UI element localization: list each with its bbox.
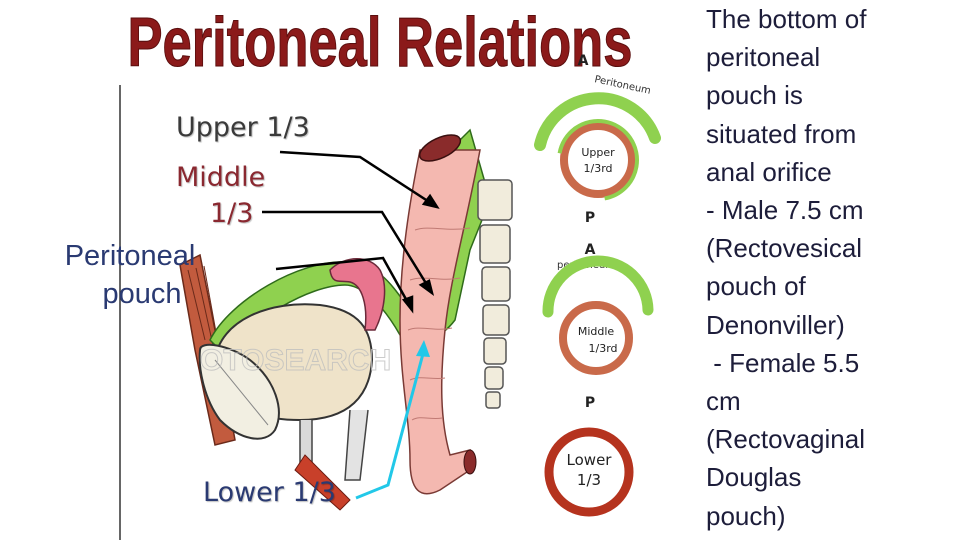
inset-lower-ring-label: Lower 1/3: [549, 450, 629, 491]
pubic-line: [214, 359, 269, 426]
side-line: peritoneal: [706, 42, 821, 73]
inset-middle-third: A peritoneum Middle 1/3rd P: [542, 242, 654, 411]
slide-title-text: Peritoneal Relations: [128, 3, 633, 81]
side-line: cm: [706, 386, 741, 417]
inset-upper-ring-line1: Upper: [581, 146, 615, 159]
pointer-middle: [262, 210, 434, 294]
inset-middle-arc: [542, 255, 654, 318]
side-line: anal orifice: [706, 156, 832, 187]
pointer-peritoneal: [275, 256, 414, 311]
inset-upper-ring-outer: [557, 119, 639, 201]
vagina: [344, 409, 369, 481]
side-line: - Male 7.5 cm: [706, 195, 864, 226]
inset-middle-ring-line1: Middle: [578, 325, 615, 338]
label-peritoneal-pouch: Peritoneal pouch: [40, 238, 220, 313]
label-peritoneal-line2: pouch: [102, 277, 182, 310]
rectum: [399, 149, 481, 495]
inset-a-top: A: [578, 53, 589, 69]
watermark: OTOSEARCH: [200, 344, 391, 377]
inset-upper-ring: [560, 122, 636, 198]
side-line: (Rectovaginal: [706, 424, 865, 455]
inset-lower-ring-line1: Lower: [566, 451, 612, 469]
inset-middle-ring-line2: 1/3rd: [588, 342, 617, 355]
side-description: The bottom of peritoneal pouch is situat…: [706, 0, 960, 535]
inset-middle-ring: [559, 301, 633, 375]
pointer-upper: [279, 150, 438, 209]
rectum-lumen-top: [418, 134, 462, 162]
inset-upper-ring-line2: 1/3rd: [583, 162, 612, 175]
sacrum-vertebrae: [477, 179, 513, 409]
label-peritoneal-line1: Peritoneal: [64, 240, 196, 272]
label-middle-third: Middle 1/3: [176, 160, 265, 233]
inset-p-mid: P: [585, 395, 595, 411]
side-line: (Rectovesical: [706, 233, 863, 264]
inset-p-top: P: [585, 210, 595, 226]
side-line: pouch is: [706, 80, 803, 111]
inset-lower-ring-line2: 1/3: [576, 471, 602, 490]
side-line: Douglas: [706, 462, 802, 493]
label-middle-line1: Middle: [176, 162, 266, 193]
label-middle-line2: 1/3: [210, 198, 254, 230]
inset-upper-third: A Peritoneum Upper 1/3rd P: [534, 53, 661, 226]
side-line: The bottom of: [706, 4, 867, 34]
side-line: pouch of: [706, 271, 806, 302]
perineal-red: [294, 454, 351, 511]
slide-title: Peritoneal Relations: [127, 2, 633, 81]
inset-lower-ring: [544, 427, 634, 517]
pubic-bone: [198, 343, 280, 440]
anal-opening: [463, 449, 477, 475]
side-line: situated from: [706, 118, 857, 149]
inset-a-mid: A: [585, 242, 596, 258]
label-upper-third: Upper 1/3: [176, 112, 310, 143]
pointer-lines: [262, 150, 440, 314]
rectum-folds: [407, 227, 471, 421]
inset-upper-arc: [534, 92, 661, 151]
pelvic-anatomy-diagram: OTOSEARCH A Peritoneum Upper 1/3rd P A p…: [119, 53, 661, 540]
side-line: pouch): [706, 500, 786, 531]
label-lower-third: Lower 1/3: [203, 477, 336, 508]
side-line: - Female 5.5: [706, 347, 860, 378]
side-line: Denonviller): [706, 309, 845, 340]
pointer-lower: [355, 340, 430, 500]
